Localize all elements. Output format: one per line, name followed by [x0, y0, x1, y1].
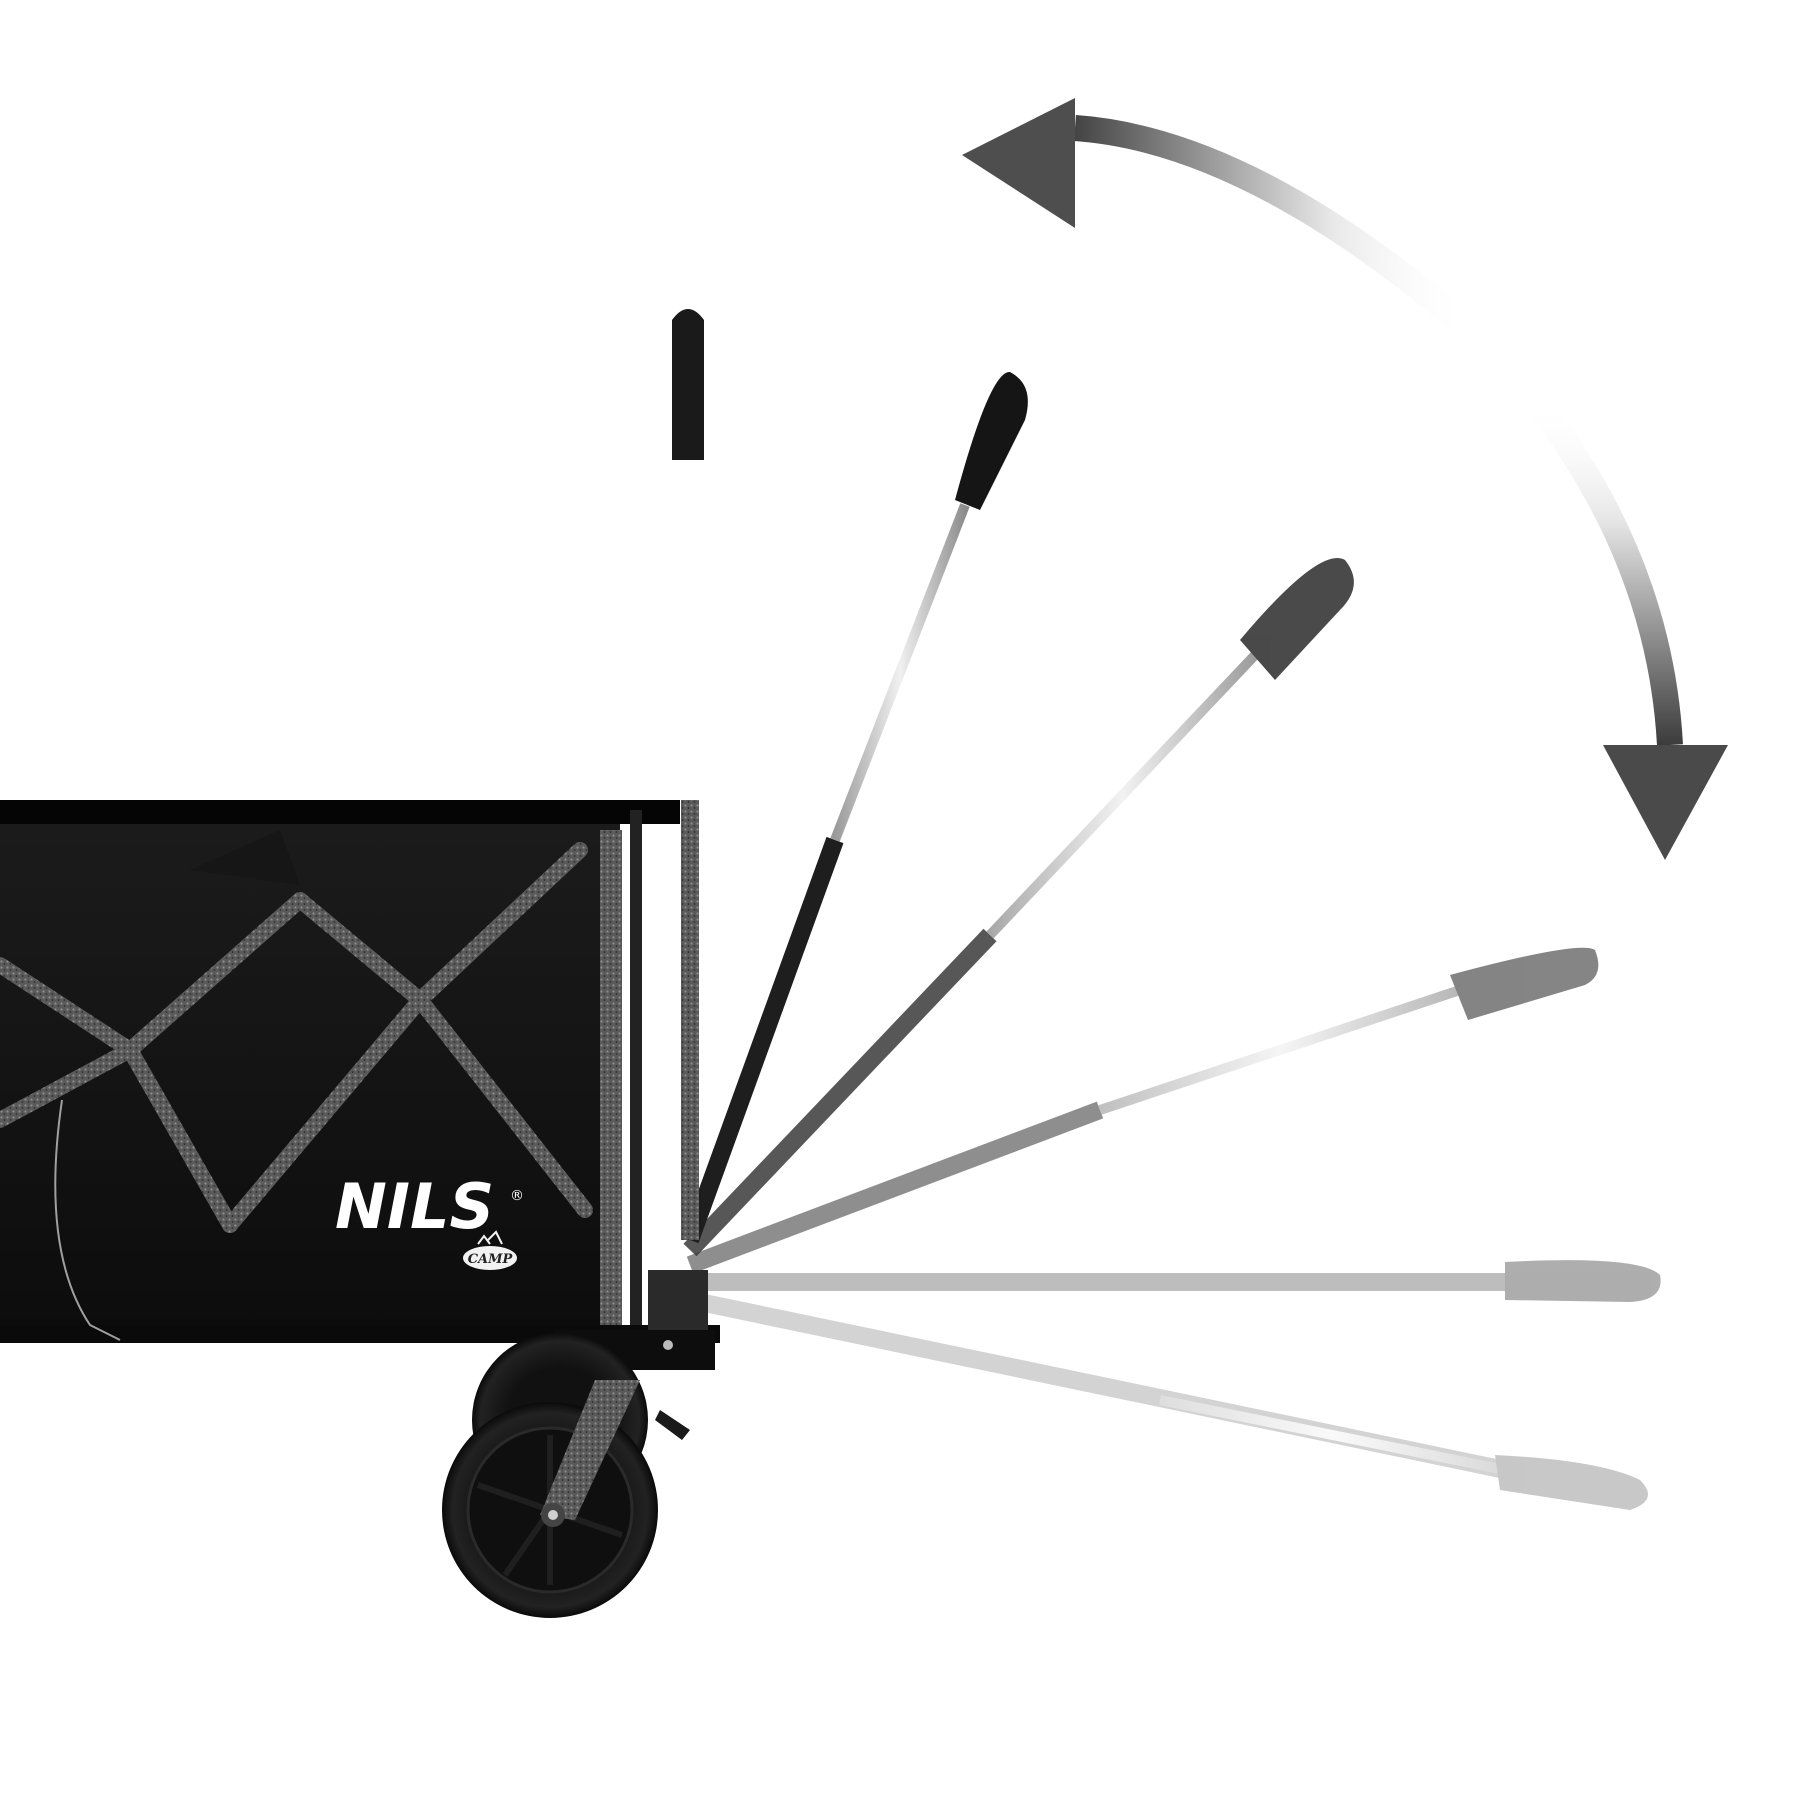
- camp-label: CAMP: [468, 1252, 514, 1267]
- arrow-head-left-icon: [962, 98, 1075, 228]
- mountain-icon: [477, 1230, 503, 1245]
- handle-position-below-horizontal: [688, 1291, 1648, 1510]
- brand-logo: NILS ® CAMP: [335, 1170, 524, 1270]
- front-wheel: [442, 1380, 690, 1618]
- handle-position-low: [686, 947, 1599, 1274]
- curved-double-arrow-icon: [962, 98, 1728, 860]
- brand-name: NILS: [335, 1170, 494, 1243]
- corner-post: [600, 830, 622, 1330]
- brake-lever: [655, 1410, 690, 1440]
- camp-badge: CAMP: [463, 1230, 517, 1270]
- handle-position-horizontal: [690, 1260, 1661, 1302]
- handle-position-vertical: [672, 309, 704, 1240]
- registered-mark: ®: [510, 1188, 524, 1204]
- handle-position-mid: [683, 557, 1354, 1257]
- x-frame-struts: [0, 842, 593, 1233]
- wheel-fork: [540, 1380, 640, 1520]
- wagon-body: [0, 800, 720, 1370]
- handle-hinge: [648, 1270, 708, 1330]
- arrow-head-down-icon: [1603, 745, 1728, 860]
- handle-position-high: [681, 371, 1028, 1244]
